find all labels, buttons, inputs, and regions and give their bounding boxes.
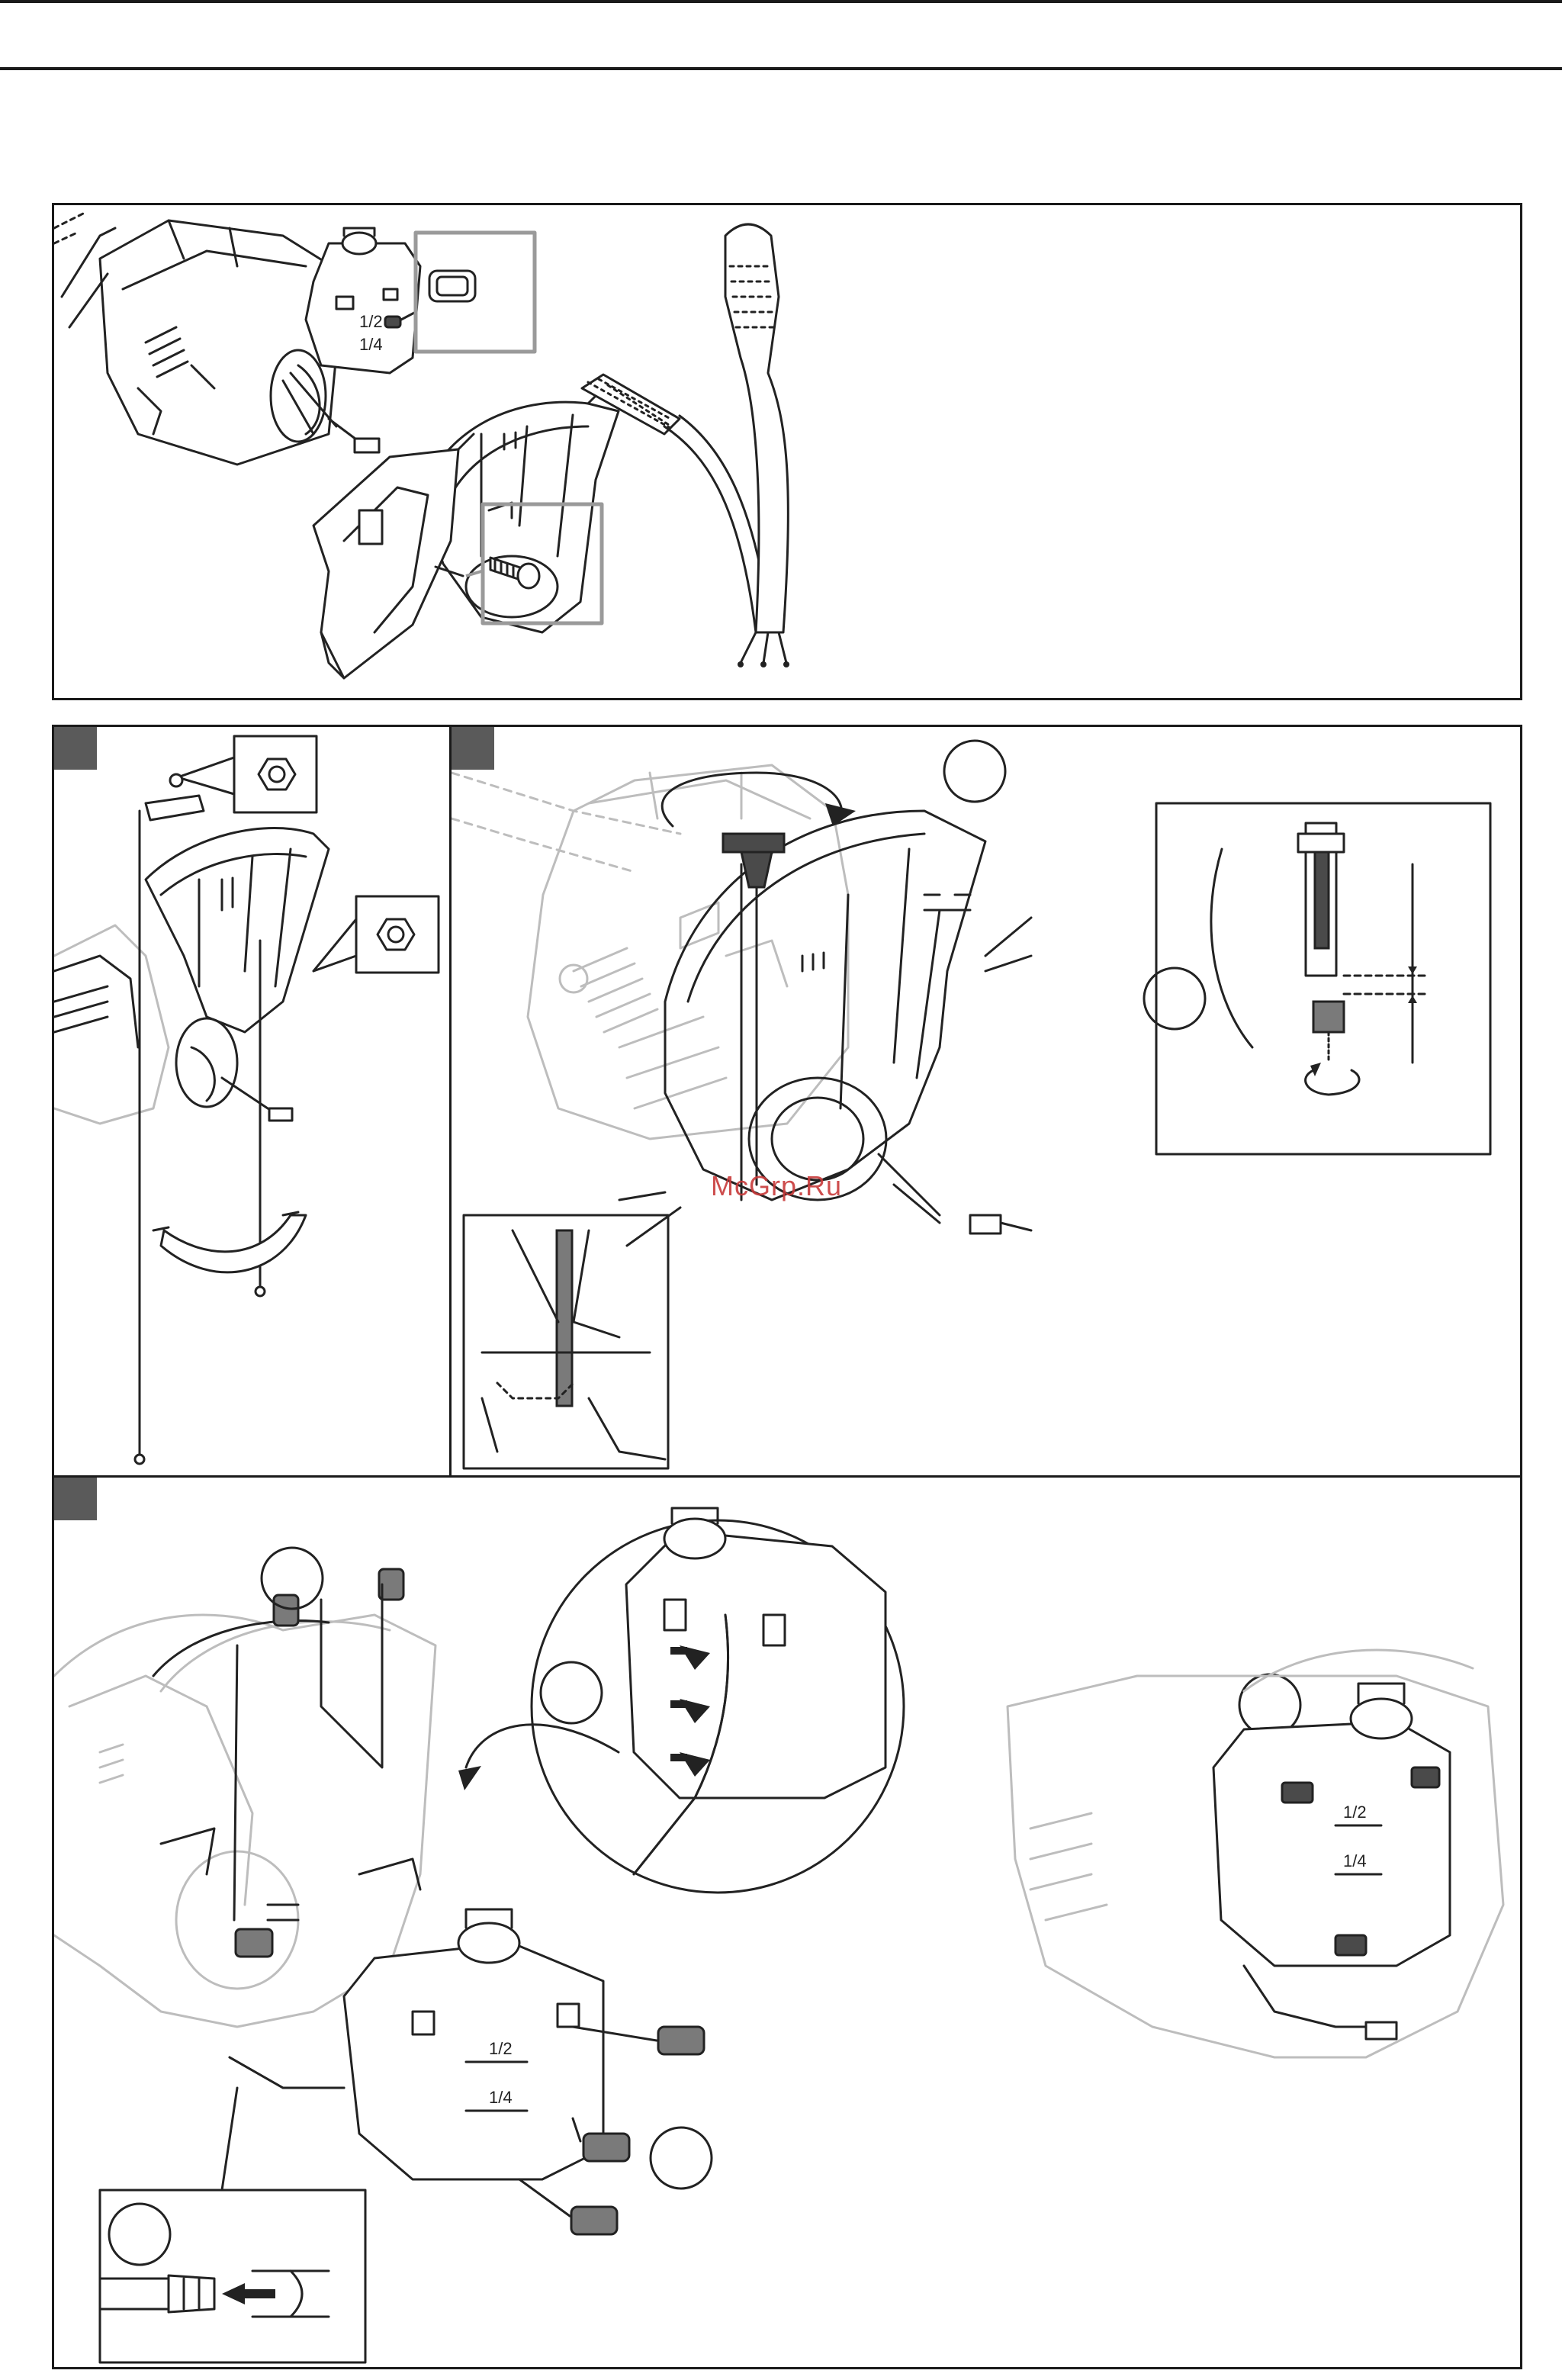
adjustment-panel [449,725,1522,1478]
grommet-loose-2 [583,2134,629,2161]
fuel-tank-small-illustration: 1/2 1/4 [306,228,420,373]
fuel-hose [230,2057,344,2088]
screw-zoom-icon [490,558,539,588]
fuel-tank-installed: 1/2 1/4 [1213,1684,1450,2039]
fuel-hose-zoom-detail [626,1508,885,1874]
fuel-tank-main: 1/2 1/4 [344,1909,603,2179]
rotate-arrow-small [1306,1070,1359,1095]
screw-small [435,567,463,576]
grommet-loose-1 [658,2027,704,2054]
header-bottom-rule [0,67,1562,70]
push-arrow-icon [222,2283,245,2304]
tank-installation-panel: 1/2 1/4 [52,1475,1522,2369]
watermark-text: McGrp.Ru [711,1170,842,1202]
step-circle-7 [109,2204,170,2265]
grommet-part [385,317,400,327]
rotate-arrow-large [662,773,841,826]
guard-cover-illustration [313,449,458,678]
header-top-rule [0,0,1562,3]
nut-icon-top [259,759,295,790]
nut-adjust-detail [1211,823,1428,1095]
hose-connect-callout [100,2190,365,2362]
tank-mark-quarter-small: 1/4 [359,335,383,354]
tank-mark-half-small: 1/2 [359,312,383,331]
grommet-loose-3 [571,2207,617,2234]
rod-detail [482,1230,665,1459]
nut-icon-right [378,919,414,950]
tank-mark-quarter-installed: 1/4 [1343,1851,1367,1870]
t-handle-knob [723,834,784,852]
step-circle-5 [651,2128,712,2189]
tank-mark-quarter: 1/4 [489,2088,513,2107]
bracket-assembly-panel [52,725,452,1478]
step-circle-4 [541,1662,602,1723]
tank-mark-half-installed: 1/2 [1343,1803,1367,1822]
grommet-mid [236,1929,272,1957]
step-circle-1 [944,741,1005,802]
handle-bar-illustration [582,224,789,667]
parts-overview-panel: 1/2 1/4 [52,203,1522,700]
hose-connect-detail [100,2271,329,2317]
step-circle-2 [1144,968,1205,1029]
tank-mark-half: 1/2 [489,2039,513,2058]
grommet-top-left [274,1595,298,1626]
install-arrow [466,1725,619,1767]
